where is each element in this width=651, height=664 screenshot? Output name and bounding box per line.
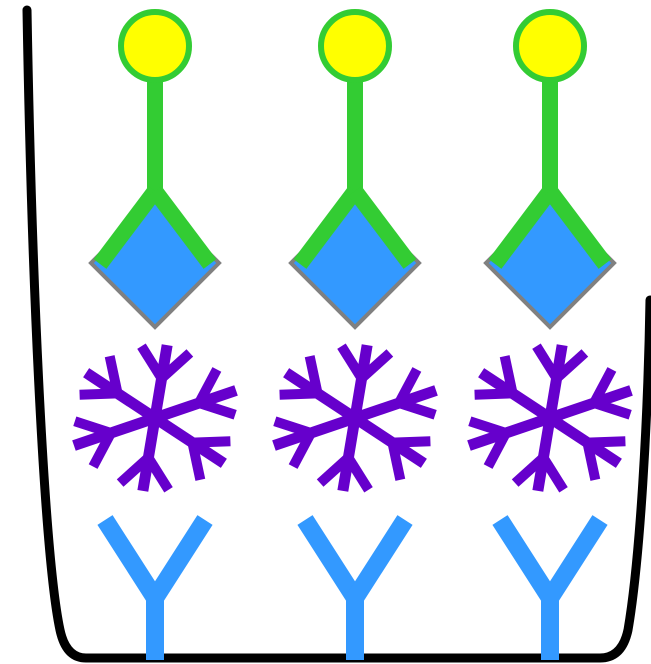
capture-antibody-icon <box>105 520 205 660</box>
blocking-protein-snowflake-icon <box>74 345 236 491</box>
blocking-protein-snowflake-icon <box>469 345 631 491</box>
antibody-column <box>469 12 631 660</box>
capture-antibody-icon <box>305 520 405 660</box>
label-circle-icon <box>121 12 189 80</box>
label-circle-icon <box>516 12 584 80</box>
label-circle-icon <box>321 12 389 80</box>
antibody-column <box>74 12 236 660</box>
blocking-protein-snowflake-icon <box>274 345 436 491</box>
columns-group <box>74 12 631 660</box>
antibody-column <box>274 12 436 660</box>
capture-antibody-icon <box>500 520 600 660</box>
